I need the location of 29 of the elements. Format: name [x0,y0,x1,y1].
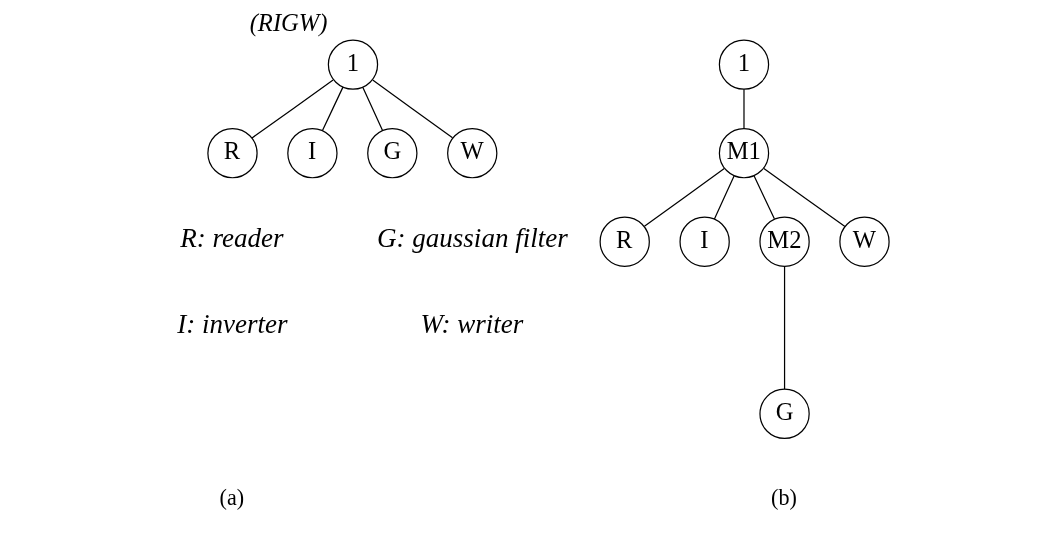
connector [361,86,383,132]
connector [250,79,334,139]
connector [713,175,735,220]
label: (b) [770,485,797,511]
node-circle: W [838,216,890,267]
node-circle: W [446,127,497,179]
node-label: (RIGW) [249,9,327,37]
node-circle: G [758,388,810,440]
node-circle: R [206,127,258,179]
label: (a) [219,485,244,511]
connector [321,86,344,131]
connector [371,79,453,139]
connector [643,167,725,227]
label: W: writer [420,309,523,340]
node-circle: M2 [758,216,810,267]
node-circle: G [366,127,418,179]
node-circle: 1 [718,39,769,90]
label: I: inverter [176,309,288,340]
label: G: gaussian filter [376,223,568,254]
connector [762,167,846,228]
node-circle: M1 [718,127,769,179]
node-circle: 1 [327,39,378,90]
connector [783,265,785,390]
connector [752,175,775,220]
label: R: reader [179,223,284,254]
connector [742,88,745,130]
node-circle: I [286,127,338,179]
node-circle: R [599,216,650,267]
node-circle: I [678,216,730,267]
